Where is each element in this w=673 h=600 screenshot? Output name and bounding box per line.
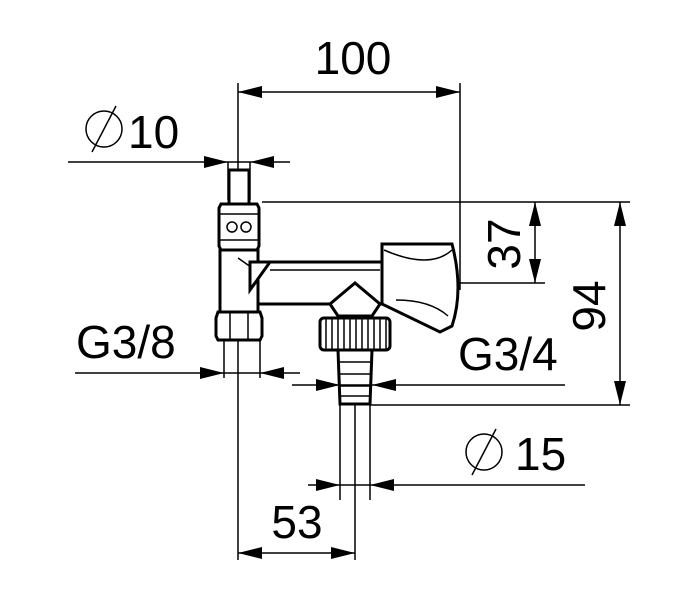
arrow-left (238, 86, 262, 98)
dimension-10-label: 10 (128, 106, 179, 158)
arrow-right (260, 367, 284, 379)
arrow-left (316, 379, 340, 391)
arrow-left (316, 479, 340, 491)
dimension-diameter-15: 15 (308, 428, 585, 491)
top-nut (217, 202, 261, 252)
g38-label: G3/8 (76, 316, 176, 368)
arrow-down (614, 381, 626, 405)
dimension-53: 53 (238, 496, 355, 559)
dimension-100: 100 (238, 32, 460, 98)
arrow-left (204, 156, 228, 168)
arrow-right (331, 547, 355, 559)
dimension-100-label: 100 (315, 32, 392, 84)
arrow-up (614, 202, 626, 226)
arrow-right (250, 156, 274, 168)
bottom-nut (214, 310, 264, 342)
diameter-symbol-icon (465, 428, 503, 476)
arrow-up (529, 202, 541, 226)
arrow-right (436, 86, 460, 98)
hose-nozzle (336, 348, 374, 406)
dimension-diameter-10: 10 (68, 105, 290, 168)
dimension-37: 37 (478, 202, 541, 283)
arrow-down (529, 259, 541, 283)
arrow-left (238, 547, 262, 559)
valve-handle (380, 242, 460, 334)
dimension-94-label: 94 (563, 280, 615, 331)
arrow-left (200, 367, 224, 379)
dimension-37-label: 37 (478, 218, 530, 269)
dimension-15-label: 15 (515, 428, 566, 480)
dimension-53-label: 53 (271, 496, 322, 548)
g34-label: G3/4 (458, 328, 558, 380)
valve-body (214, 168, 460, 406)
dimension-94: 94 (563, 202, 626, 405)
outlet-cone (328, 281, 382, 318)
inlet-pipe (227, 168, 251, 206)
arrow-right (372, 379, 396, 391)
arrow-right (370, 479, 394, 491)
dimension-g34: G3/4 (292, 328, 565, 391)
dimension-g38: G3/8 (75, 316, 300, 379)
diameter-symbol-icon (85, 105, 123, 153)
